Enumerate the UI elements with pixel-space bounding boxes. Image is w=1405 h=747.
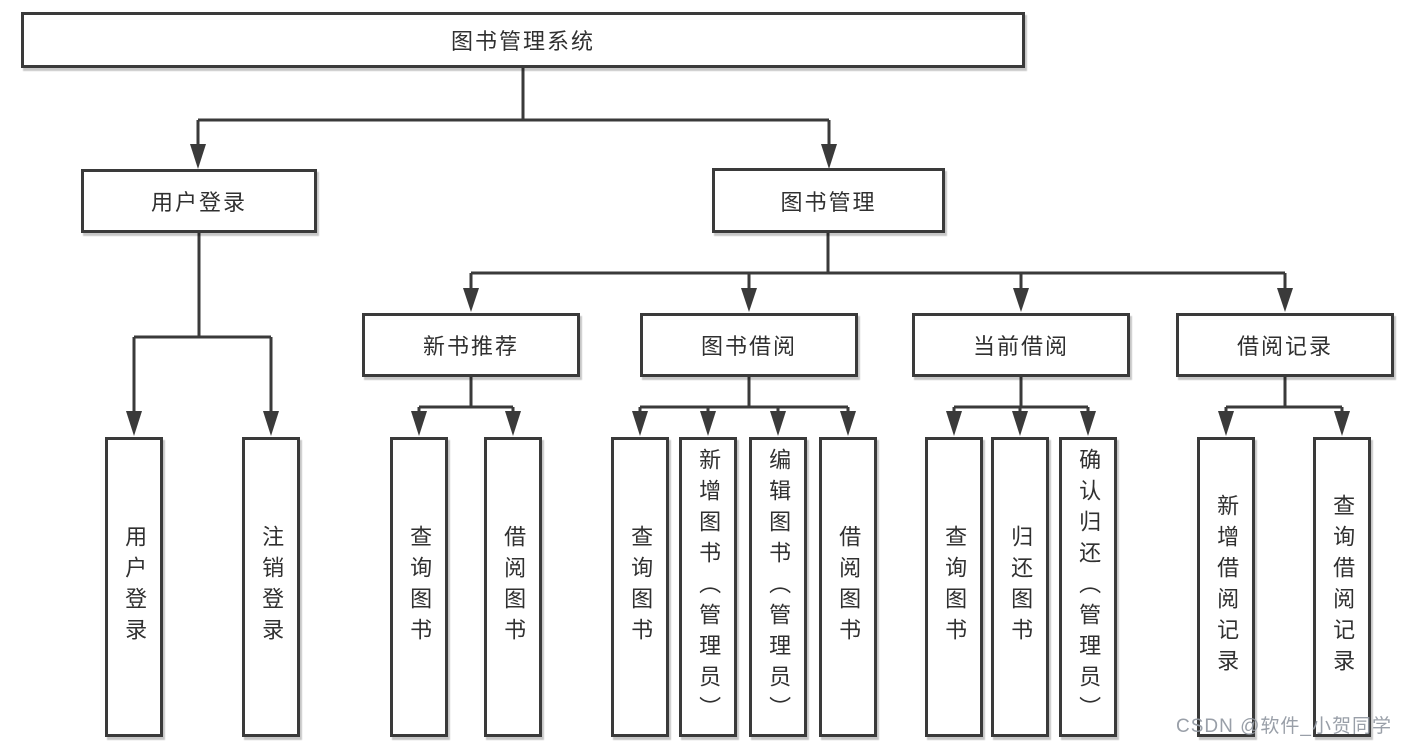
- leaf-edit-book-admin: 编辑图书（管理员）: [749, 437, 807, 737]
- leaf-query-books-recommend: 查询图书: [390, 437, 448, 737]
- leaf-borrow-books-label: 借阅图书: [836, 525, 862, 649]
- node-library-management-system: 图书管理系统: [21, 12, 1025, 68]
- node-user-login: 用户登录: [81, 169, 317, 233]
- leaf-confirm-return-admin: 确认归还（管理员）: [1059, 437, 1117, 737]
- leaf-query-books-current: 查询图书: [925, 437, 983, 737]
- leaf-confirm-return-admin-label: 确认归还（管理员）: [1076, 447, 1102, 727]
- node-book-borrow: 图书借阅: [640, 313, 858, 377]
- node-book-management: 图书管理: [712, 168, 945, 233]
- leaf-query-borrow-record-label: 查询借阅记录: [1330, 494, 1356, 680]
- leaf-user-login-label: 用户登录: [122, 525, 148, 649]
- node-borrow-records: 借阅记录: [1176, 313, 1394, 377]
- leaf-return-book-label: 归还图书: [1008, 525, 1034, 649]
- leaf-add-borrow-record: 新增借阅记录: [1197, 437, 1255, 737]
- leaf-return-book: 归还图书: [991, 437, 1049, 737]
- leaf-logout: 注销登录: [242, 437, 300, 737]
- leaf-user-login: 用户登录: [105, 437, 163, 737]
- leaf-logout-label: 注销登录: [259, 525, 285, 649]
- leaf-borrow-books-recommend: 借阅图书: [484, 437, 542, 737]
- node-current-borrow: 当前借阅: [912, 313, 1130, 377]
- leaf-borrow-books: 借阅图书: [819, 437, 877, 737]
- leaf-query-books-current-label: 查询图书: [942, 525, 968, 649]
- watermark: CSDN @软件_小贺同学: [1176, 716, 1392, 737]
- leaf-add-book-admin-label: 新增图书（管理员）: [696, 447, 722, 727]
- leaf-add-borrow-record-label: 新增借阅记录: [1214, 494, 1240, 680]
- leaf-query-borrow-record: 查询借阅记录: [1313, 437, 1371, 737]
- leaf-add-book-admin: 新增图书（管理员）: [679, 437, 737, 737]
- leaf-borrow-books-recommend-label: 借阅图书: [501, 525, 527, 649]
- node-new-book-recommend: 新书推荐: [362, 313, 580, 377]
- leaf-edit-book-admin-label: 编辑图书（管理员）: [766, 447, 792, 727]
- leaf-query-books-borrow-label: 查询图书: [628, 525, 654, 649]
- leaf-query-books-recommend-label: 查询图书: [407, 525, 433, 649]
- leaf-query-books-borrow: 查询图书: [611, 437, 669, 737]
